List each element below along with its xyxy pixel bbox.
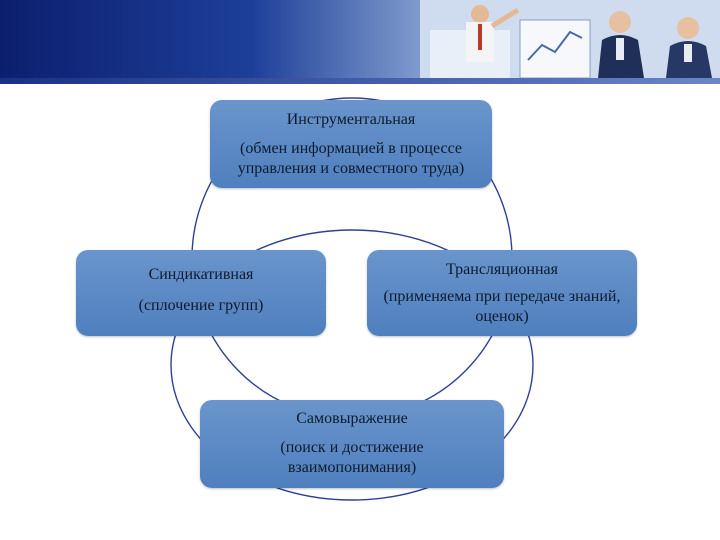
node-translational-desc: (применяема при передаче знаний, оценок) bbox=[383, 288, 621, 325]
node-instrumental-title: Инструментальная bbox=[286, 111, 416, 128]
node-translational-title: Трансляционная bbox=[446, 261, 558, 278]
node-instrumental: Инструментальная (обмен информацией в пр… bbox=[210, 100, 492, 188]
node-syndicative: Синдикативная (сплочение групп) bbox=[76, 250, 326, 336]
node-translational: Трансляционная (применяема при передаче … bbox=[367, 250, 637, 336]
header-banner bbox=[0, 0, 720, 78]
ring-bottom bbox=[170, 229, 534, 501]
node-self-expression-title: Самовыражение bbox=[296, 410, 408, 427]
header-divider bbox=[0, 78, 720, 84]
business-people-photo-icon bbox=[420, 0, 720, 78]
node-instrumental-desc: (обмен информацией в процессе управления… bbox=[237, 140, 465, 177]
node-syndicative-desc: (сплочение групп) bbox=[138, 297, 264, 314]
node-self-expression-desc: (поиск и достижение взаимопонимания) bbox=[280, 439, 424, 476]
node-syndicative-title: Синдикативная bbox=[148, 266, 254, 283]
node-self-expression: Самовыражение (поиск и достижение взаимо… bbox=[200, 400, 504, 488]
